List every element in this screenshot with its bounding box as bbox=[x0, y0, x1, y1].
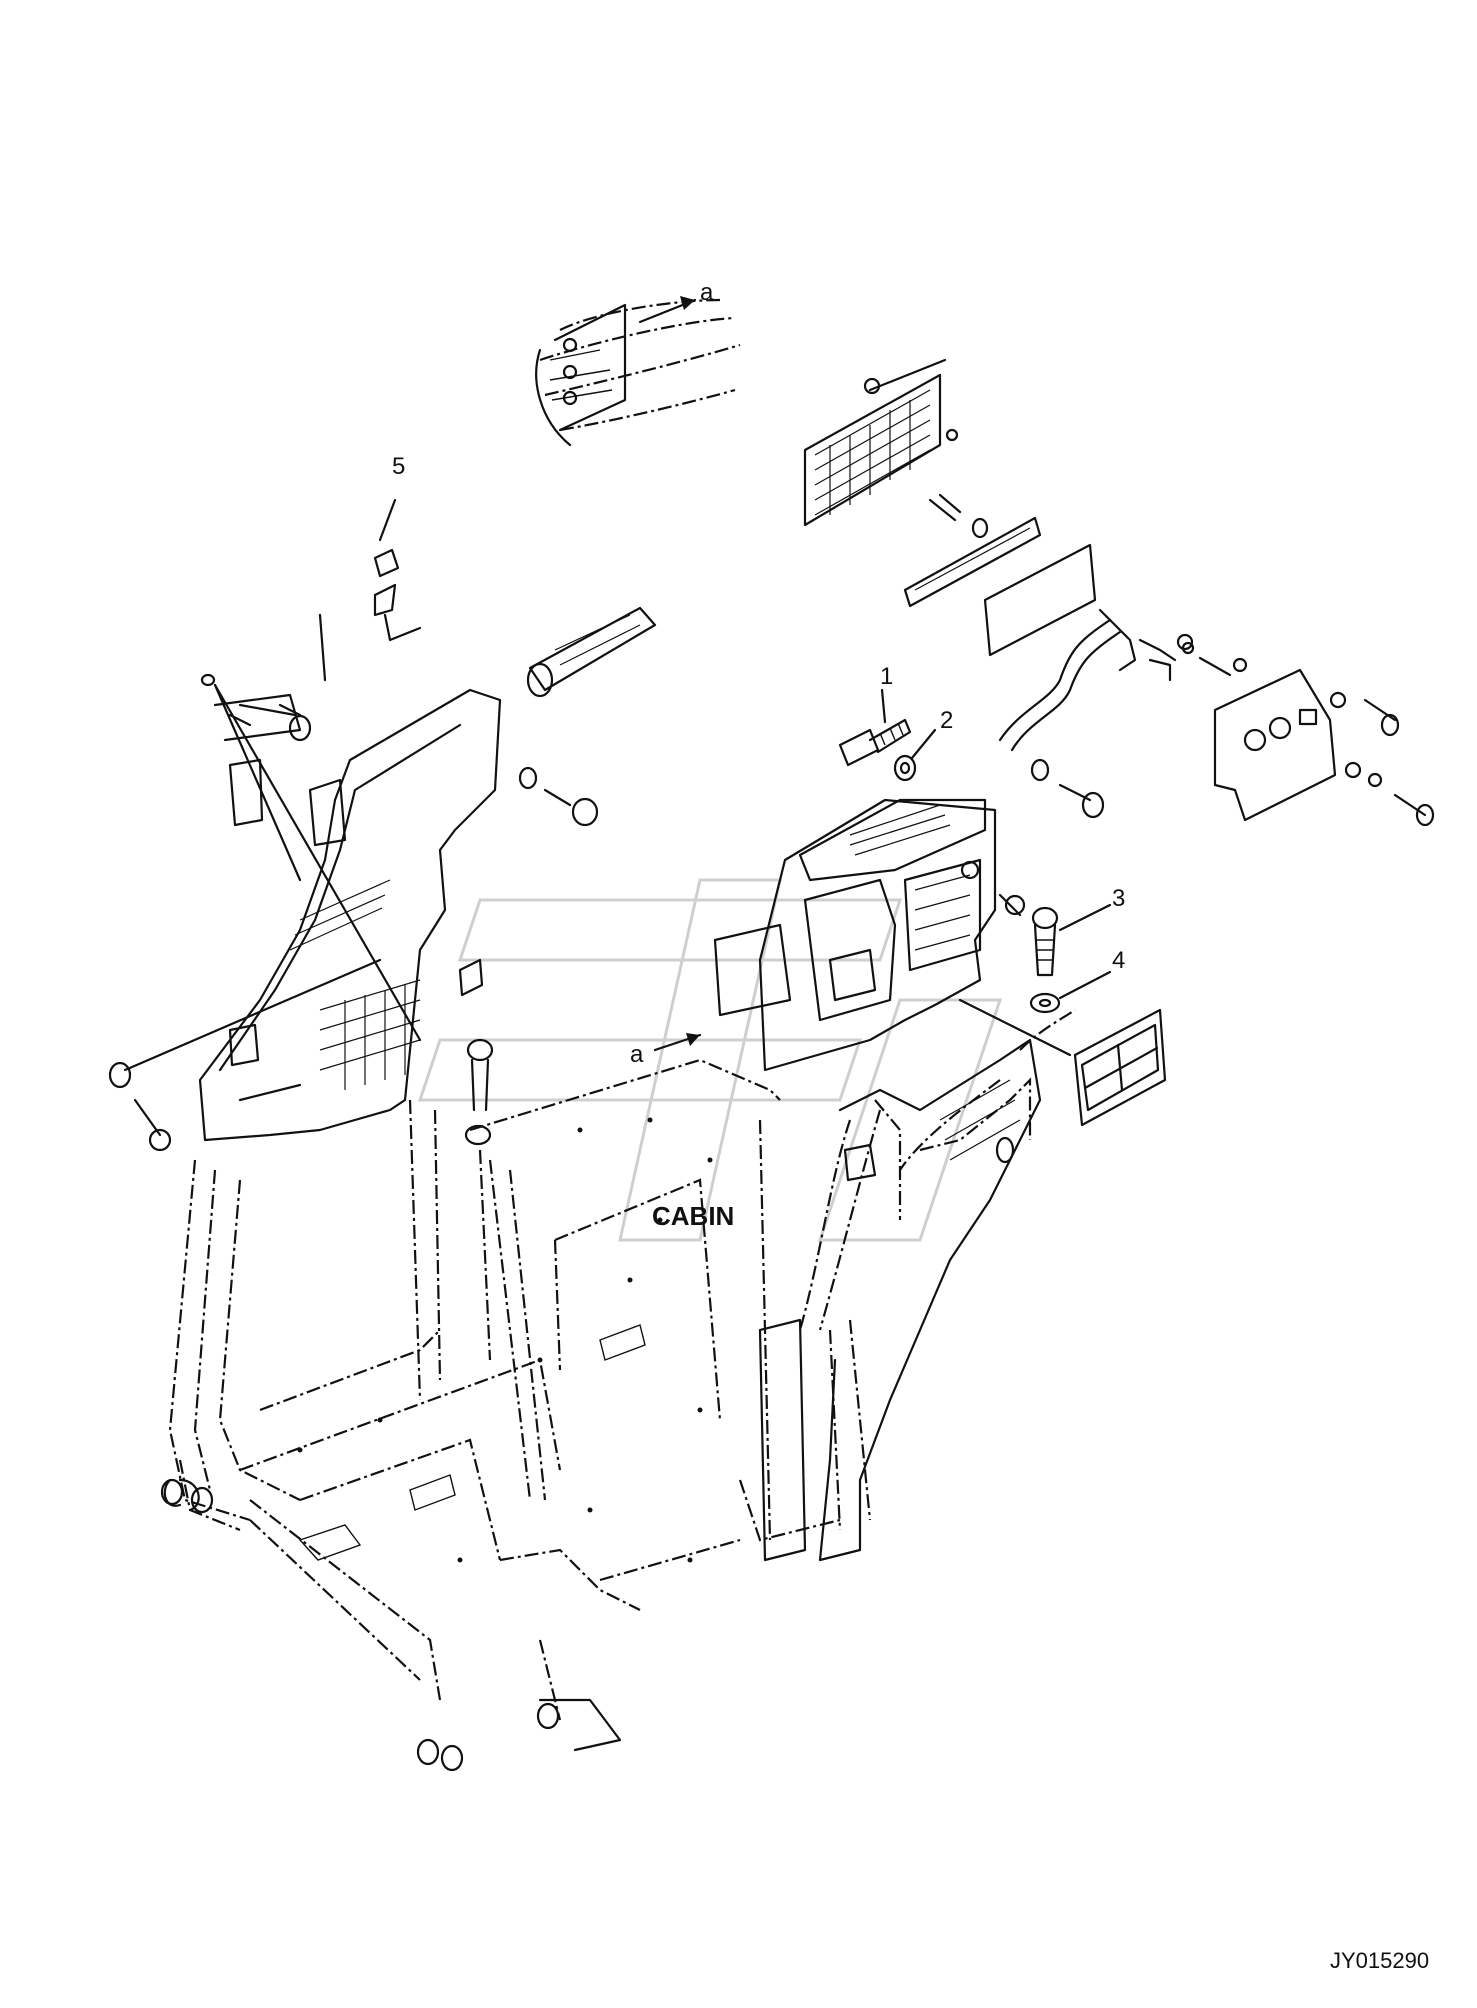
cabin-label: CABIN bbox=[652, 1201, 734, 1231]
cabin-frame bbox=[160, 1009, 1076, 1772]
callout-4: 4 bbox=[1112, 947, 1125, 974]
left-duct-top bbox=[228, 606, 657, 727]
callout-a-mid: a bbox=[630, 1041, 644, 1068]
left-pillar-cover bbox=[198, 613, 502, 1142]
callout-1: 1 bbox=[880, 663, 893, 690]
callout-3: 3 bbox=[1112, 885, 1125, 912]
switch-panel-right bbox=[1181, 641, 1435, 827]
callout-a-top: a bbox=[700, 279, 714, 306]
washer-right-console bbox=[1030, 758, 1105, 819]
washer-part-2 bbox=[893, 728, 937, 782]
clip-part-5 bbox=[373, 498, 422, 642]
bolt-part-1 bbox=[838, 688, 912, 767]
watermark-logo bbox=[417, 878, 1003, 1242]
washer-part-4 bbox=[1029, 970, 1112, 1014]
drawing-code: JY015290 bbox=[1330, 1948, 1429, 1973]
grille-panel-top-right bbox=[803, 358, 1097, 657]
wiring-harness-right bbox=[998, 608, 1194, 752]
right-door-pillar bbox=[758, 1038, 1042, 1562]
console-box-right bbox=[713, 798, 1026, 1072]
callout-2: 2 bbox=[940, 707, 953, 734]
grille-panel-lower-right bbox=[958, 998, 1167, 1127]
harness-detail-top bbox=[535, 296, 741, 447]
bolt-part-3 bbox=[1031, 903, 1112, 977]
left-hardware bbox=[108, 673, 599, 1152]
callout-5: 5 bbox=[392, 453, 405, 480]
leader-a-mid bbox=[653, 1033, 702, 1052]
